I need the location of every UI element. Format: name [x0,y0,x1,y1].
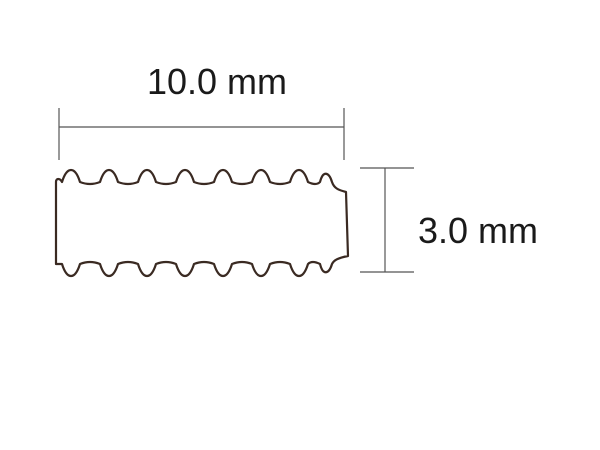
width-label: 10.0 mm [147,61,287,102]
width-dimension: 10.0 mm [58,61,345,160]
height-label: 3.0 mm [418,210,538,251]
height-dimension: 3.0 mm [360,167,538,273]
threaded-part-outline [54,168,350,278]
